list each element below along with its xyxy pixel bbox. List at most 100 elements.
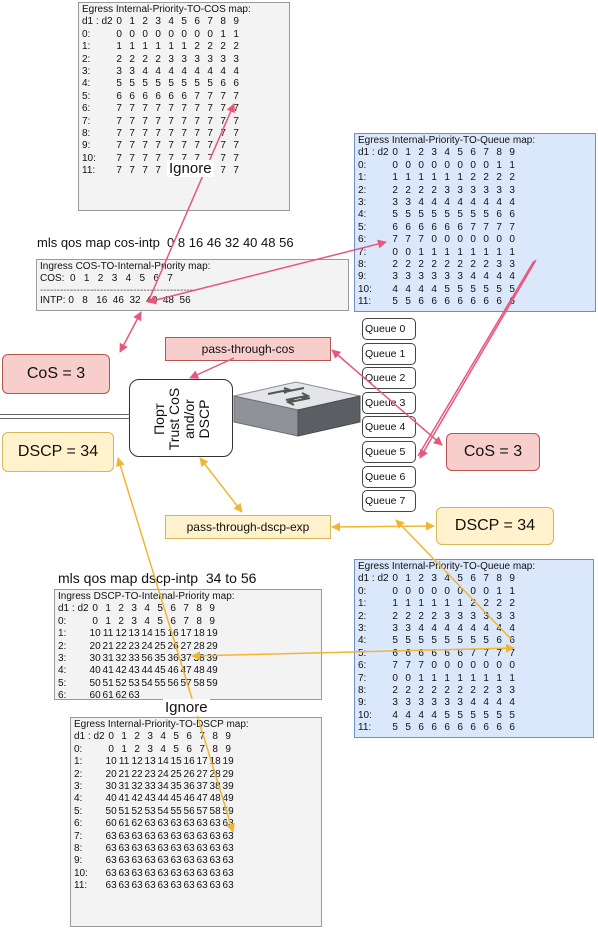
value-cell: 2 <box>142 53 148 65</box>
value-cell: 4 <box>509 623 515 635</box>
value-cell: 9 <box>209 603 215 615</box>
value-cell: 3 <box>418 271 424 283</box>
value-cell: 3 <box>131 615 137 627</box>
value-cell: 45 <box>170 793 182 805</box>
value-cell: 7 <box>483 573 489 585</box>
value-cell: 62 <box>115 690 127 702</box>
value-cell: 7 <box>194 140 200 152</box>
value-cell: 63 <box>222 818 234 830</box>
row-label-cell: 0: <box>358 159 367 171</box>
value-cell: 60 <box>89 690 101 702</box>
value-cell: 25 <box>170 768 182 780</box>
value-cell: 0 <box>457 234 463 246</box>
value-cell: 1 <box>509 246 515 258</box>
value-cell: 2 <box>483 685 489 697</box>
value-cell: 59 <box>222 805 234 817</box>
value-cell: 5 <box>470 209 476 221</box>
value-cell: 7 <box>183 615 189 627</box>
value-cell: 4 <box>470 271 476 283</box>
value-cell: 29 <box>222 768 234 780</box>
value-cell: 2 <box>431 184 437 196</box>
row-label-cell: 1: <box>74 756 83 768</box>
value-cell: 4 <box>496 623 502 635</box>
value-cell: 4 <box>431 283 437 295</box>
value-cell: 4 <box>207 66 213 78</box>
value-cell: 7 <box>220 115 226 127</box>
row-label-cell: d1 : d2 <box>358 573 389 585</box>
value-cell: 63 <box>196 818 208 830</box>
value-cell: 6 <box>470 722 476 734</box>
value-cell: 48 <box>209 793 221 805</box>
value-cell: 2 <box>118 615 124 627</box>
value-cell: 47 <box>180 665 192 677</box>
value-cell: 4 <box>444 197 450 209</box>
value-cell: 6 <box>431 296 437 308</box>
value-cell: 5 <box>496 283 502 295</box>
value-cell: 7 <box>418 660 424 672</box>
value-cell: 3 <box>470 184 476 196</box>
value-cell: 7 <box>509 221 515 233</box>
value-cell: 63 <box>222 880 234 892</box>
value-cell: 6 <box>418 221 424 233</box>
value-cell: 18 <box>193 628 205 640</box>
value-cell: 2 <box>470 172 476 184</box>
value-cell: 7 <box>207 140 213 152</box>
value-cell: 56 <box>167 677 179 689</box>
value-cell: 0 <box>181 28 187 40</box>
value-cell: 7 <box>470 221 476 233</box>
value-cell: 0 <box>392 672 398 684</box>
value-cell: 7 <box>181 115 187 127</box>
row-label-cell: 1: <box>358 172 367 184</box>
value-cell: 5 <box>444 209 450 221</box>
value-cell: 6 <box>496 296 502 308</box>
value-cell: 56 <box>183 805 195 817</box>
value-cell: 2 <box>233 41 239 53</box>
value-cell: 7 <box>155 140 161 152</box>
value-cell: 13 <box>128 628 140 640</box>
value-cell: 55 <box>170 805 182 817</box>
row-label-cell: 6: <box>74 818 83 830</box>
value-cell: 6 <box>233 78 239 90</box>
value-cell: 51 <box>118 805 130 817</box>
value-cell: 33 <box>128 653 140 665</box>
value-cell: 3 <box>431 271 437 283</box>
value-cell: 6 <box>509 296 515 308</box>
value-cell: 57 <box>180 677 192 689</box>
value-cell: 10 <box>105 756 117 768</box>
value-cell: 63 <box>118 867 130 879</box>
row-label-cell: 5: <box>74 805 83 817</box>
row-label-cell: 3: <box>74 781 83 793</box>
value-cell: 4 <box>144 603 150 615</box>
value-cell: 4 <box>405 283 411 295</box>
value-cell: 63 <box>183 818 195 830</box>
value-cell: 63 <box>118 843 130 855</box>
value-cell: 5 <box>181 78 187 90</box>
value-cell: 5 <box>418 635 424 647</box>
cos-in-pill: CoS = 3 <box>2 354 110 394</box>
value-cell: 7 <box>129 103 135 115</box>
value-cell: 63 <box>170 880 182 892</box>
value-cell: 12 <box>131 756 143 768</box>
value-cell: 0 <box>392 159 398 171</box>
value-cell: 6 <box>155 90 161 102</box>
value-cell: 3 <box>405 271 411 283</box>
value-cell: 5 <box>509 709 515 721</box>
value-cell: 3 <box>457 697 463 709</box>
value-cell: 0 <box>496 234 502 246</box>
value-cell: 11 <box>102 628 114 640</box>
value-cell: 2 <box>418 573 424 585</box>
value-cell: 12 <box>115 628 127 640</box>
value-cell: 5 <box>155 78 161 90</box>
value-cell: 6 <box>483 722 489 734</box>
value-cell: 6 <box>194 16 200 28</box>
